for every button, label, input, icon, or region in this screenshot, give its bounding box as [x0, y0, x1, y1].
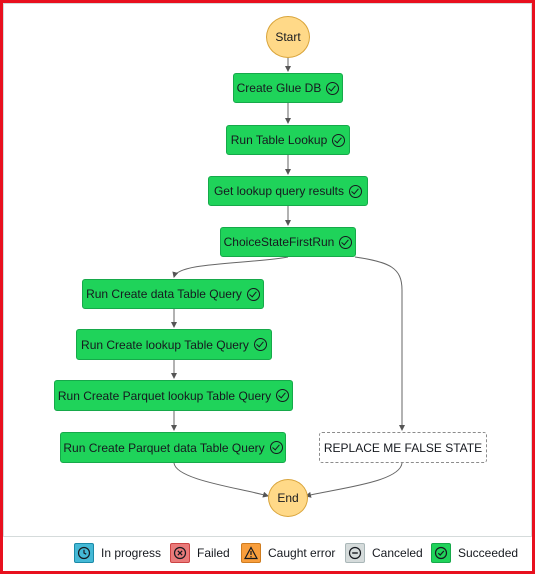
minus-circle-icon — [345, 543, 365, 563]
check-circle-icon — [431, 543, 451, 563]
legend-caught-error: Caught error — [241, 542, 335, 564]
state-label: REPLACE ME FALSE STATE — [323, 440, 483, 455]
end-label: End — [277, 491, 299, 505]
legend-in-progress: In progress — [74, 542, 161, 564]
state-label: Run Create Parquet lookup Table Query — [57, 388, 272, 403]
check-circle-icon — [339, 235, 353, 249]
state-label: Run Create Parquet data Table Query — [63, 440, 265, 455]
legend-canceled: Canceled — [345, 542, 423, 564]
state-choice-first-run[interactable]: ChoiceStateFirstRun — [220, 227, 356, 257]
legend-label: Canceled — [372, 546, 423, 560]
check-circle-icon — [349, 184, 363, 198]
edge-choice-data-table — [172, 256, 289, 278]
state-label: Create Glue DB — [236, 81, 322, 95]
end-node[interactable]: End — [268, 479, 308, 517]
check-circle-icon — [269, 441, 283, 454]
state-label: Run Create lookup Table Query — [81, 337, 249, 352]
edge-choice-false-state — [354, 256, 405, 431]
check-circle-icon — [246, 287, 260, 301]
edge-false-state-end — [305, 462, 403, 498]
check-circle-icon — [253, 338, 267, 351]
legend-label: Caught error — [268, 546, 336, 560]
legend — [3, 536, 532, 572]
legend-label: Succeeded — [458, 546, 519, 560]
legend-failed: Failed — [170, 542, 230, 564]
state-run-create-lookup-table[interactable]: Run Create lookup Table Query — [76, 329, 272, 360]
state-label: ChoiceStateFirstRun — [223, 235, 335, 249]
state-label: Run Create data Table Query — [86, 287, 242, 301]
legend-succeeded: Succeeded — [431, 542, 518, 564]
graph-canvas — [3, 3, 532, 536]
check-circle-icon — [326, 81, 340, 95]
state-label: Run Table Lookup — [230, 133, 328, 147]
x-circle-icon — [170, 543, 190, 563]
warning-triangle-icon — [241, 543, 261, 563]
state-run-create-parquet-data[interactable]: Run Create Parquet data Table Query — [60, 432, 286, 463]
state-label: Get lookup query results — [213, 184, 345, 198]
check-circle-icon — [276, 389, 290, 402]
state-create-glue-db[interactable]: Create Glue DB — [233, 73, 343, 103]
state-replace-false-state[interactable]: REPLACE ME FALSE STATE — [319, 432, 487, 463]
legend-label: In progress — [101, 546, 162, 560]
state-run-table-lookup[interactable]: Run Table Lookup — [226, 125, 350, 155]
check-circle-icon — [332, 133, 346, 147]
state-run-create-parquet-lookup[interactable]: Run Create Parquet lookup Table Query — [54, 380, 293, 411]
start-node[interactable]: Start — [266, 16, 310, 58]
clock-icon — [74, 543, 94, 563]
legend-label: Failed — [197, 546, 230, 560]
edge-parquet-data-end — [173, 462, 269, 498]
start-label: Start — [275, 30, 301, 44]
state-get-lookup-results[interactable]: Get lookup query results — [208, 176, 368, 206]
state-run-create-data-table[interactable]: Run Create data Table Query — [82, 279, 264, 309]
